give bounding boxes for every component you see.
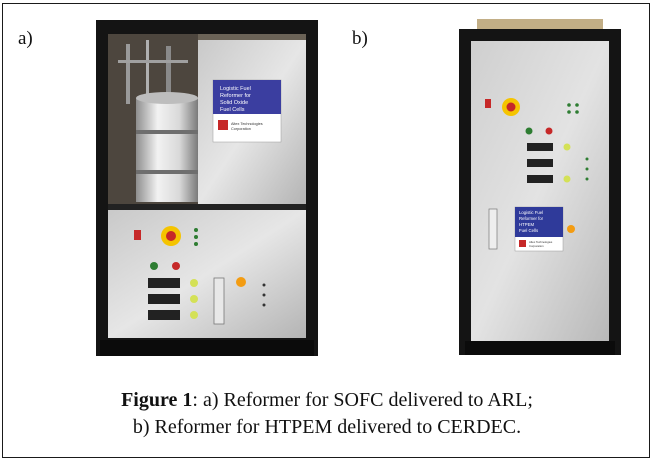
figure-caption-line2: b) Reformer for HTPEM delivered to CERDE… <box>132 416 522 438</box>
sign-b-line3: HTPEM <box>519 222 534 227</box>
sign-a-line2: Reformer for <box>220 93 251 99</box>
sign-a-company2: Corporation <box>231 127 251 131</box>
photo-htpem-reformer: Logistic Fuel Reformer for HTPEM Fuel Ce… <box>459 19 621 355</box>
sign-b-line1: Logistic Fuel <box>519 210 543 215</box>
sign-b-line4: Fuel Cells <box>519 228 538 233</box>
sign-b-line2: Reformer for <box>519 216 544 221</box>
sign-b-company1: Altex Technologies <box>529 240 553 244</box>
sign-a-company1: Altex Technologies <box>231 122 263 126</box>
panel-b-label: b) <box>352 28 368 49</box>
sign-a-line1: Logistic Fuel <box>220 86 251 92</box>
panel-a-label: a) <box>18 28 33 49</box>
altex-logo-icon <box>519 240 526 247</box>
caption-text-1: : a) Reformer for SOFC delivered to ARL; <box>192 389 533 411</box>
sign-a-line4: Fuel Cells <box>220 107 245 113</box>
figure-caption-line1: Figure 1: a) Reformer for SOFC delivered… <box>0 387 654 414</box>
altex-logo-icon <box>218 120 228 130</box>
sign-b-company2: Corporation <box>529 244 544 248</box>
sign-a-line3: Solid Oxide <box>220 100 248 106</box>
figure-number: Figure 1 <box>121 389 193 411</box>
photo-sofc-reformer: Logistic Fuel Reformer for Solid Oxide F… <box>96 20 318 356</box>
